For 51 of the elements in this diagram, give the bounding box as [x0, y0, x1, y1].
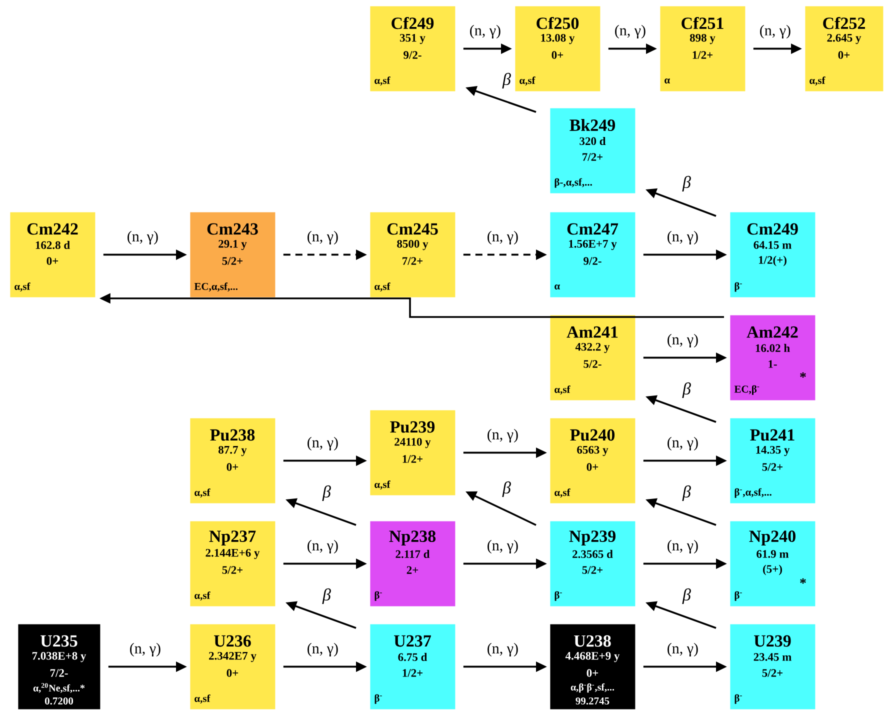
- edge-label: β: [321, 484, 332, 502]
- edge-label: (n, γ): [128, 642, 162, 658]
- nuclide-box: Pu238 87.7 y 0+ α,sf: [190, 418, 276, 504]
- edge-label: (n, γ): [306, 230, 340, 246]
- nuclide-box: Pu239 24110 y 1/2+ α,sf: [370, 410, 456, 496]
- edge-label: (n, γ): [486, 538, 520, 554]
- nuclide-box: U236 2.342E7 y 0+ α,sf: [190, 624, 276, 710]
- edge-label: (n, γ): [666, 230, 700, 246]
- edge-label: (n, γ): [468, 24, 502, 40]
- edge-label: β: [321, 587, 332, 605]
- nuclide-box: Cf250 13.08 y 0+ α,sf: [515, 6, 600, 92]
- edge-label: β: [681, 381, 692, 399]
- edge-label: β: [681, 484, 692, 502]
- edge-label: β: [501, 72, 512, 90]
- nuclide-box: Pu240 6563 y 0+ α,sf: [550, 418, 636, 504]
- nuclide-box: Cf249 351 y 9/2- α,sf: [370, 6, 456, 92]
- edge-label: β: [681, 174, 692, 192]
- nuclide-box: Am241 432.2 y 5/2- α,sf: [550, 315, 636, 400]
- edge-label: (n, γ): [486, 230, 520, 246]
- nuclide-box: Np240 61.9 m (5+) β$^{-}$ *: [730, 521, 816, 606]
- edge-label: (n, γ): [126, 230, 160, 246]
- nuclide-box: Cm249 64.15 m 1/2(+) β$^{-}$: [730, 212, 816, 298]
- edge-label: (n, γ): [613, 24, 648, 40]
- edge-label: (n, γ): [306, 436, 340, 452]
- nuclide-box: U238 4.468E+9 y 0+ α,β$^{-}$β$^{-}$,sf,... 99.2745: [550, 624, 636, 710]
- nuclide-box: U235 7.038E+8 y 7/2- α,$^{20}$Ne,sf,...* 0.7200: [18, 624, 100, 710]
- edge-label: (n, γ): [666, 332, 700, 348]
- nuclide-box: Cm242 162.8 d 0+ α,sf: [10, 212, 96, 298]
- edge-label: (n, γ): [486, 428, 520, 444]
- nuclide-box: U239 23.45 m 5/2+ β$^{-}$: [730, 624, 816, 710]
- nuclide-box: Cf252 2.645 y 0+ α,sf: [805, 6, 884, 92]
- nuclide-box: Pu241 14.35 y 5/2+ β$^{-}$,α,sf,...: [730, 418, 816, 504]
- nuclide-box: Cf251 898 y 1/2+ α: [660, 6, 746, 92]
- nuclide-box: U237 6.75 d 1/2+ β$^{-}$: [370, 624, 456, 710]
- edge-label: (n, γ): [486, 642, 520, 658]
- nuclide-box: Np239 2.3565 d 5/2+ β$^{-}$: [550, 521, 636, 606]
- nuclide-box: Np237 2.144E+6 y 5/2+ α,sf: [190, 521, 276, 606]
- edge-label: (n, γ): [666, 642, 700, 658]
- nuclide-box: Am242 16.02 h 1- EC,β$^{-}$ *: [730, 315, 816, 400]
- edge-label: β: [501, 480, 512, 498]
- edge-label: (n, γ): [758, 24, 792, 40]
- edge-label: (n, γ): [666, 436, 700, 452]
- edge-label: (n, γ): [666, 538, 700, 554]
- nuclide-box: Cm243 29.1 y 5/2+ EC,α,sf,...: [190, 212, 276, 298]
- edge-label: (n, γ): [306, 642, 340, 658]
- nuclide-box: Cm247 1.56E+7 y 9/2- α: [550, 212, 636, 298]
- nuclide-box: Bk249 320 d 7/2+ β-,α,sf,...: [550, 108, 636, 194]
- edge-label: (n, γ): [306, 538, 340, 554]
- nuclide-box: Np238 2.117 d 2+ β$^{-}$: [370, 521, 456, 606]
- nuclide-box: Cm245 8500 y 7/2+ α,sf: [370, 212, 456, 298]
- edge-label: β: [681, 587, 692, 605]
